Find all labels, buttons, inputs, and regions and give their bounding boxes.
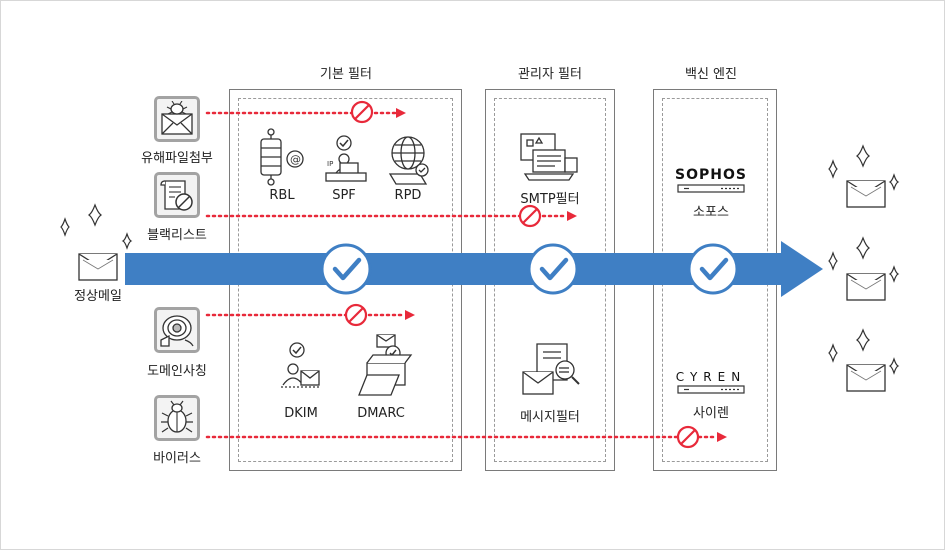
check-icon [687, 243, 739, 295]
engine-label-cyren: 사이렌 [693, 406, 729, 421]
incoming-mail-icon [78, 253, 118, 281]
block-icon [350, 100, 374, 124]
filter-label-message: 메시지필터 [520, 410, 580, 425]
threat-label-attachment: 유해파일첨부 [141, 151, 213, 166]
blocked-arrowhead [396, 108, 406, 118]
smtp-filter-icon [520, 133, 578, 181]
dmarc-printer-icon [358, 334, 413, 396]
filter-label-dkim: DKIM [284, 406, 318, 421]
cyren-logo: CYREN [675, 370, 747, 384]
virus-bug-icon [154, 395, 200, 441]
incoming-mail-label: 정상메일 [74, 289, 122, 304]
dkim-icon [281, 342, 321, 388]
column-title-admin-filter: 관리자 필터 [518, 67, 582, 82]
flow-arrow [125, 241, 823, 297]
filter-label-smtp: SMTP필터 [520, 192, 580, 207]
domain-spoofing-icon [154, 307, 200, 353]
svg-text:IP: IP [327, 160, 333, 168]
filter-label-dmarc: DMARC [357, 406, 405, 421]
message-filter-icon [522, 343, 580, 395]
filter-label-rpd: RPD [394, 188, 422, 203]
rbl-server-icon: @ [260, 128, 304, 186]
threat-label-spoofing: 도메인사칭 [147, 364, 207, 379]
threat-label-virus: 바이러스 [153, 451, 201, 466]
column-title-vaccine-engine: 백신 엔진 [685, 67, 737, 82]
blocked-arrowhead [567, 211, 577, 221]
sophos-device-icon [677, 184, 745, 193]
sophos-logo: SOPHOS [675, 167, 747, 183]
cyren-device-icon [677, 385, 745, 394]
blocked-arrowhead [717, 432, 727, 442]
sparkle-icon [60, 203, 133, 250]
svg-text:@: @ [290, 153, 301, 166]
rpd-globe-icon [388, 136, 429, 185]
filter-label-rbl: RBL [269, 188, 295, 203]
threat-label-blacklist: 블랙리스트 [147, 228, 207, 243]
filter-label-spf: SPF [332, 188, 356, 203]
sparkle-icon [828, 144, 900, 375]
blocked-arrowhead [405, 310, 415, 320]
check-icon [527, 243, 579, 295]
engine-label-sophos: 소포스 [693, 205, 729, 220]
check-icon [320, 243, 372, 295]
malicious-attachment-icon [154, 96, 200, 142]
block-icon [518, 204, 542, 228]
block-icon [676, 425, 700, 449]
spf-ip-icon: IP [325, 135, 367, 182]
block-icon [344, 303, 368, 327]
column-title-basic-filter: 기본 필터 [320, 67, 372, 82]
blacklist-icon [154, 172, 200, 218]
clean-mail-icon [846, 180, 886, 392]
